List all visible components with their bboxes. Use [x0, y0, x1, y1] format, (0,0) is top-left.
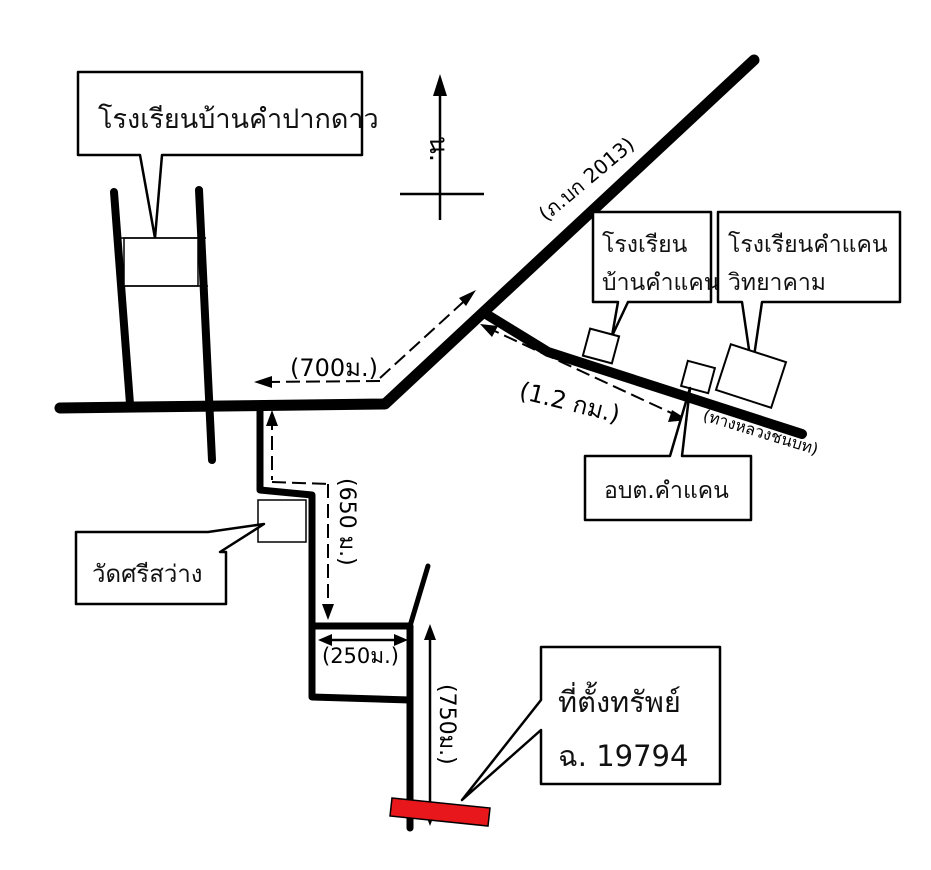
sao-office-callout	[583, 359, 753, 522]
school-wittayakhom-callout	[714, 210, 902, 410]
temple-label: วัดศรีสว่าง	[92, 560, 203, 588]
property-label-line2: ฉ. 19794	[558, 739, 688, 773]
main-roads	[54, 54, 807, 832]
property-marker	[389, 797, 491, 827]
distance-arrows	[254, 290, 688, 826]
school-road-left	[110, 188, 134, 408]
school-wittayakhom-label-1: โรงเรียนคำแคน	[728, 231, 888, 258]
south-route	[256, 406, 414, 832]
school-kham-khaen-label-1: โรงเรียน	[602, 231, 688, 258]
school-wittayakhom-building	[714, 342, 788, 410]
property-callout	[460, 645, 722, 802]
rural-road	[481, 309, 807, 439]
temple-callout	[74, 499, 307, 606]
school-pak-dao-building	[123, 237, 199, 287]
distance-1-2km: (1.2 กม.)	[517, 377, 623, 429]
south-route-loop	[308, 622, 414, 704]
distance-700m: (700ม.)	[290, 354, 378, 382]
school-kham-khaen-building	[581, 327, 621, 365]
sao-office-building	[679, 359, 717, 395]
distance-650m: (650 ม.)	[334, 478, 359, 566]
school-pak-dao-label: โรงเรียนบ้านคำปากดาว	[98, 104, 379, 135]
north-arrow-icon	[400, 74, 484, 220]
distance-250m: (250ม.)	[322, 644, 399, 668]
property-label-line1: ที่ตั้งทรัพย์	[558, 681, 681, 719]
temple-building	[257, 499, 307, 543]
school-kham-khaen-callout	[581, 210, 713, 365]
distance-750m: (750ม.)	[434, 684, 459, 765]
school-kham-khaen-label-2: บ้านคำแคน	[602, 270, 720, 296]
school-pak-dao-callout	[76, 70, 364, 287]
north-spur	[407, 563, 431, 629]
highway-road	[54, 54, 760, 414]
north-label: น.	[423, 136, 453, 162]
school-wittayakhom-label-2: วิทยาคาม	[728, 270, 826, 296]
sao-office-label: อบต.คำแคน	[604, 478, 729, 504]
school-road-right	[195, 186, 216, 464]
